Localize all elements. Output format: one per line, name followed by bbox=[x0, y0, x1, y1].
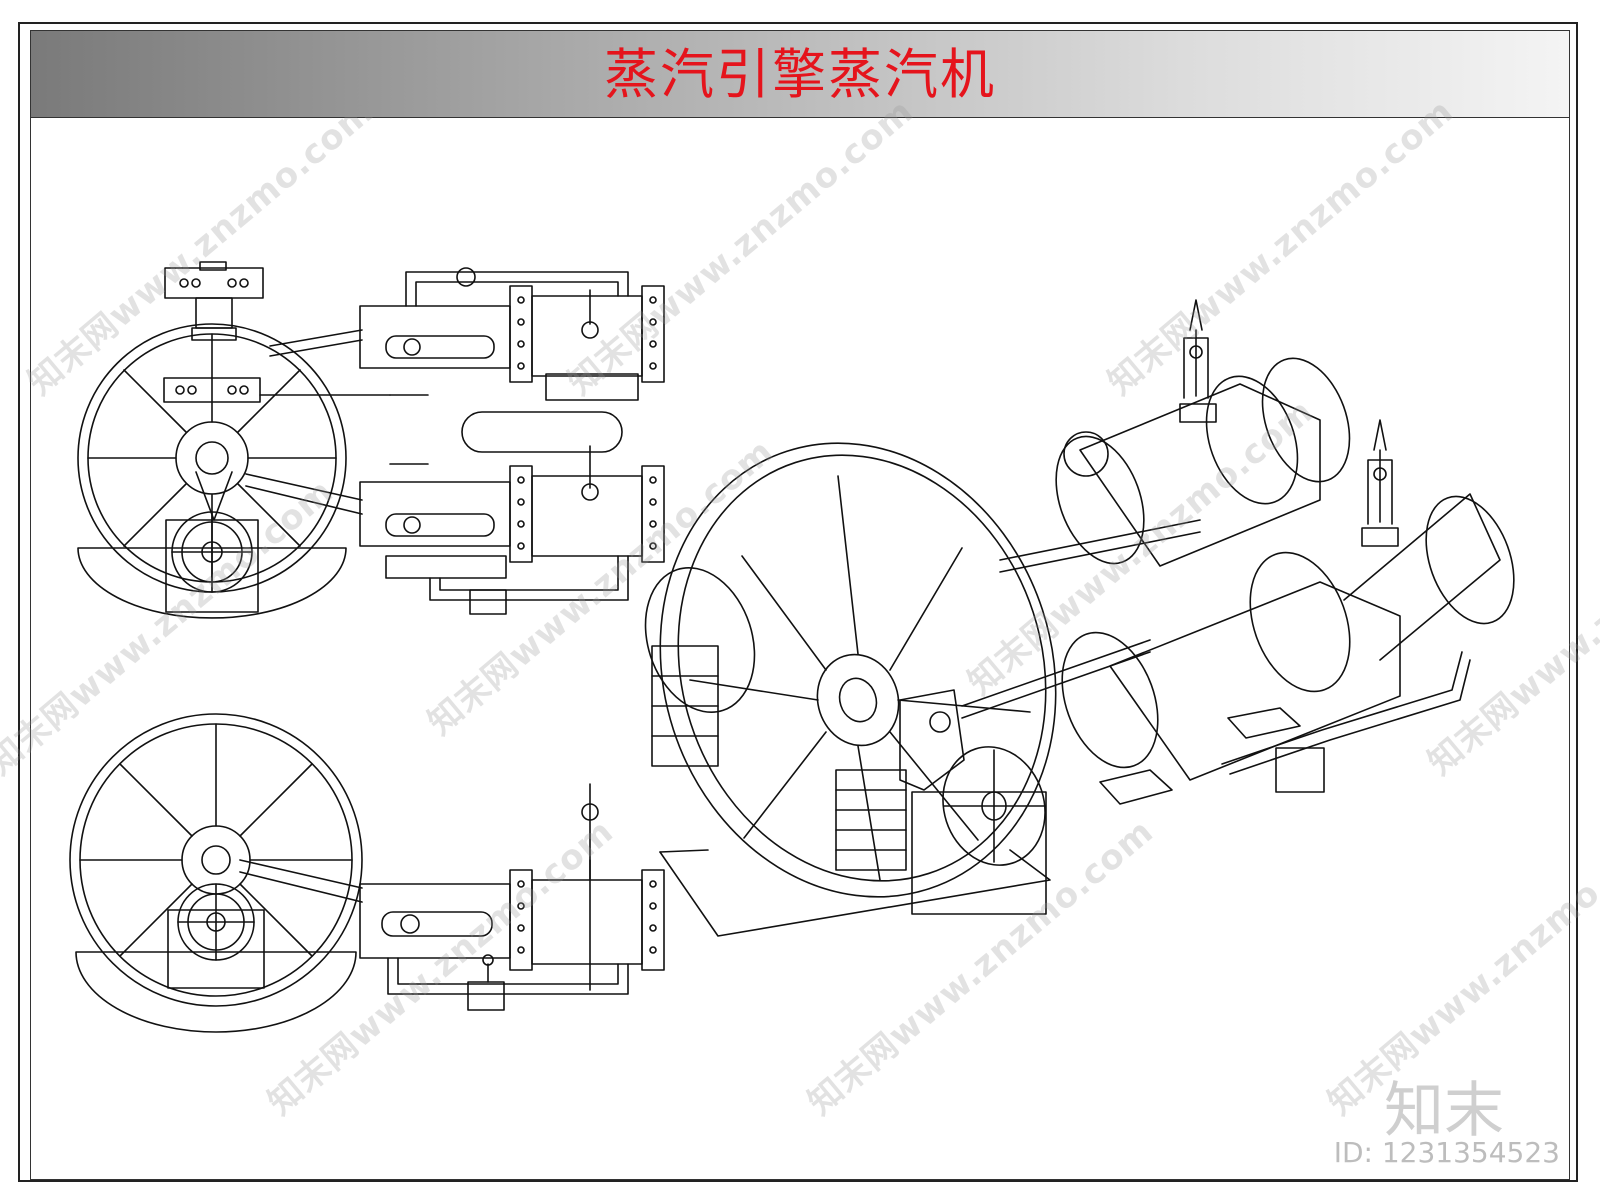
single-engine-side-view bbox=[69, 713, 665, 1033]
twin-engine-side-view bbox=[77, 261, 665, 619]
twin-engine-isometric-view bbox=[644, 299, 1515, 937]
inner-frame bbox=[30, 30, 1570, 1180]
brand-logo-text: 知末 bbox=[1384, 1076, 1504, 1146]
outer-frame bbox=[18, 22, 1578, 1182]
image-id-label: ID: 1231354523 bbox=[1333, 1136, 1560, 1169]
page-title: 蒸汽引擎蒸汽机 bbox=[604, 43, 996, 106]
title-bar: 蒸汽引擎蒸汽机 bbox=[31, 31, 1569, 118]
